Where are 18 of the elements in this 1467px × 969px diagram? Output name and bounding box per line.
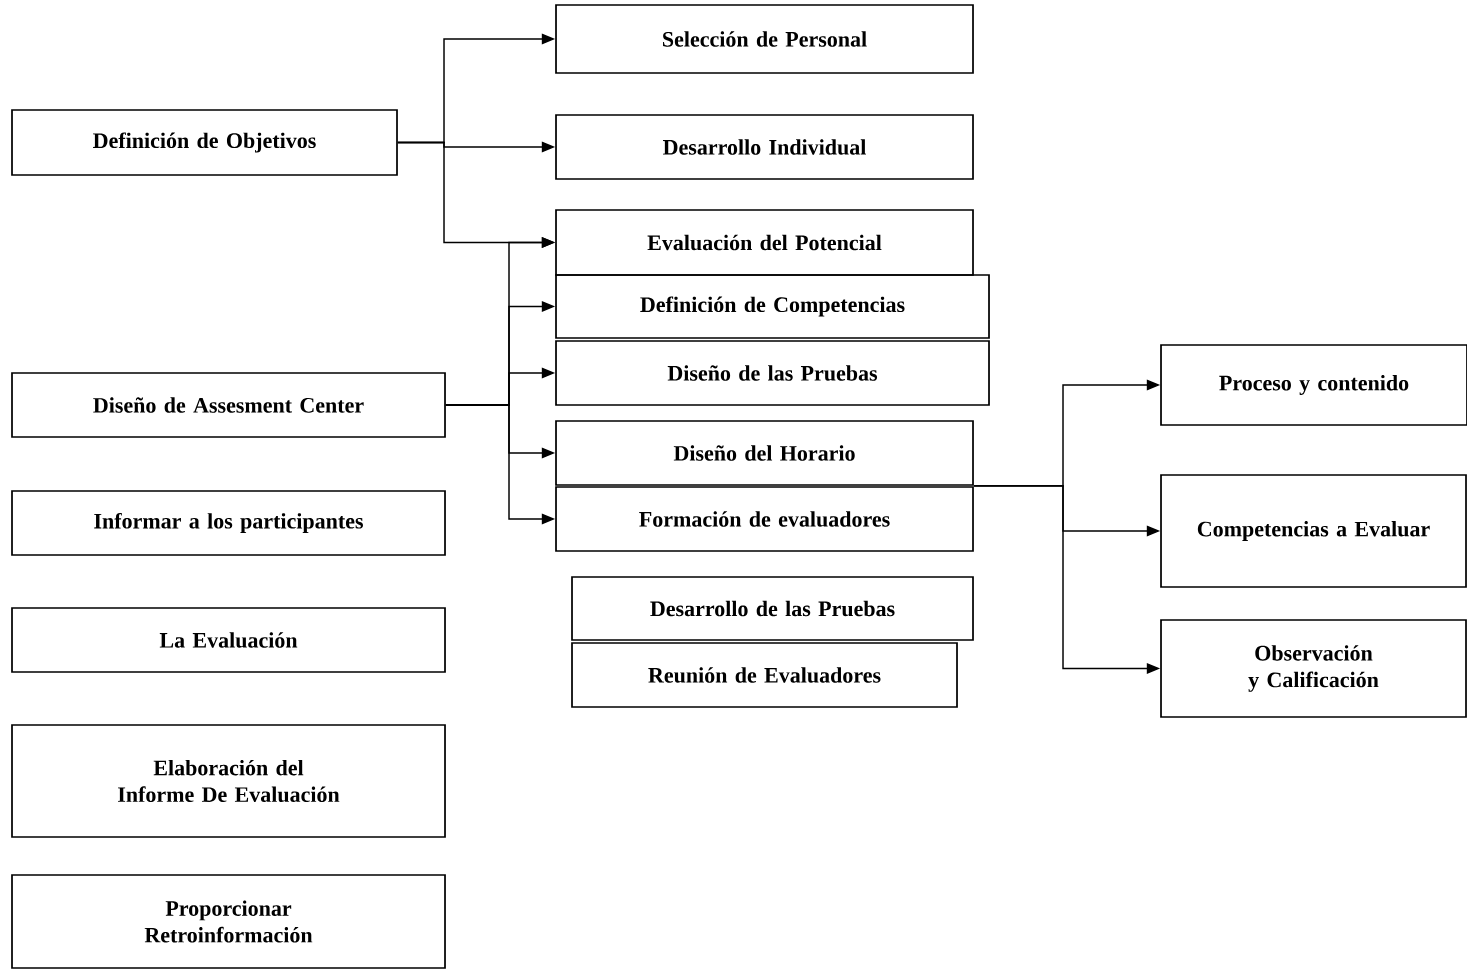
process-box: Formación de evaluadores [555, 486, 974, 552]
process-box: Desarrollo Individual [555, 114, 974, 180]
process-box: Diseño del Horario [555, 420, 974, 486]
process-box: Reunión de Evaluadores [571, 642, 958, 708]
process-box: Competencias a Evaluar [1160, 474, 1467, 588]
process-box: Definición de Competencias [555, 274, 990, 339]
process-box: Proporcionar Retroinformación [11, 874, 446, 969]
process-box: Elaboración del Informe De Evaluación [11, 724, 446, 838]
process-box: Proceso y contenido [1160, 344, 1467, 426]
process-box: Definición de Objetivos [11, 109, 398, 176]
process-box: Informar a los participantes [11, 490, 446, 556]
process-box: Desarrollo de las Pruebas [571, 576, 974, 641]
process-box: Diseño de Assesment Center [11, 372, 446, 438]
process-box: Observación y Calificación [1160, 619, 1467, 718]
process-box: La Evaluación [11, 607, 446, 673]
process-box: Selección de Personal [555, 4, 974, 74]
process-box: Diseño de las Pruebas [555, 340, 990, 406]
process-box: Evaluación del Potencial [555, 209, 974, 276]
